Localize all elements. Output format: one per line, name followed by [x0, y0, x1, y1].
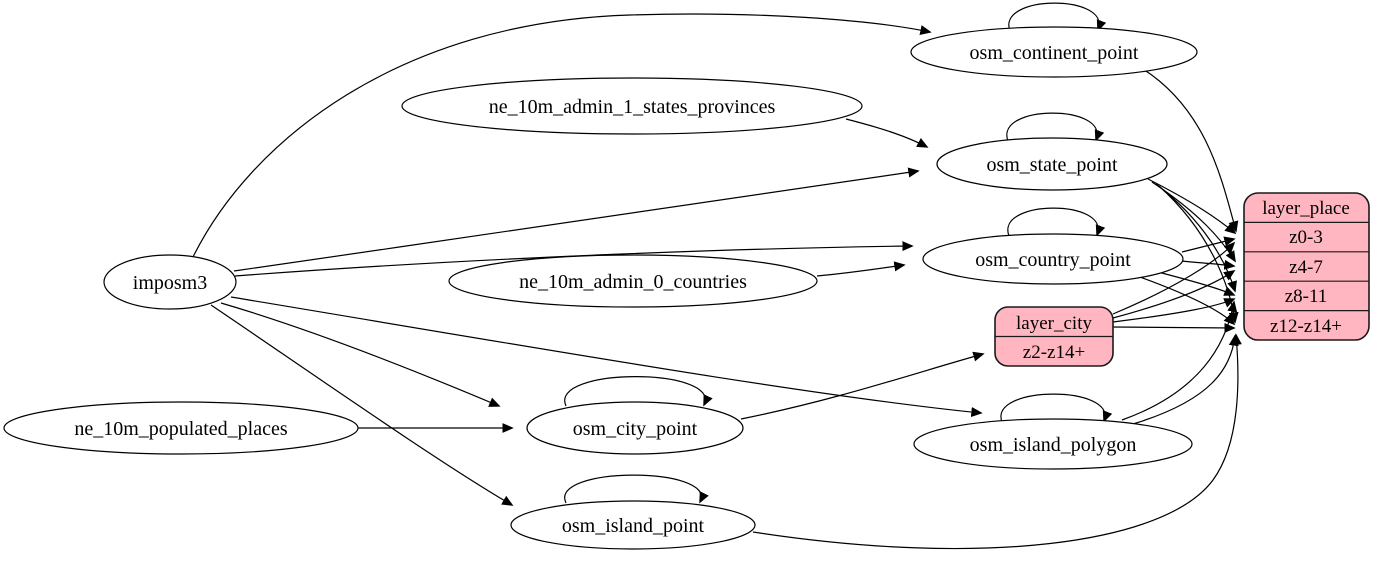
node-osm-island-point: osm_island_point	[510, 500, 756, 550]
edge-layer-city-z0-3	[1112, 241, 1236, 315]
record-layer-place-box	[1243, 192, 1370, 341]
edge-layer-city-z12-z14	[1112, 322, 1236, 333]
self-loop-osm-island-polygon	[1000, 393, 1113, 423]
edge-osm-island-polygon-z8-11	[1121, 300, 1238, 421]
record-layer-place-title: layer_place	[1262, 198, 1350, 219]
node-osm-island-polygon-shape	[913, 418, 1193, 470]
node-imposm3-label: imposm3	[133, 272, 207, 294]
node-osm-island-point-shape	[510, 500, 756, 550]
record-layer-city: layer_city z2-z14+	[994, 306, 1114, 367]
node-ne-10m-admin-0-label: ne_10m_admin_0_countries	[519, 271, 747, 293]
node-osm-continent-point-label: osm_continent_point	[970, 42, 1139, 64]
self-loop-osm-continent-point	[1008, 2, 1107, 32]
node-imposm3: imposm3	[103, 254, 237, 310]
node-osm-city-point-shape	[526, 401, 744, 455]
node-ne-10m-admin-1-shape	[401, 77, 863, 135]
record-layer-place-row-z0-3: z0-3	[1289, 227, 1323, 248]
record-layer-city-row-z2-z14: z2-z14+	[1023, 342, 1085, 363]
node-osm-continent-point: osm_continent_point	[910, 26, 1198, 78]
node-ne-10m-populated-places-label: ne_10m_populated_places	[74, 418, 287, 440]
self-loop-osm-city-point	[564, 376, 713, 407]
node-osm-state-point-shape	[936, 137, 1168, 191]
self-loop-osm-island-point	[564, 474, 709, 504]
edge-osm-island-polygon-z12-z14	[1132, 334, 1239, 425]
edges	[191, 2, 1242, 550]
record-layer-city-title: layer_city	[1016, 313, 1092, 334]
node-osm-island-point-label: osm_island_point	[562, 515, 705, 537]
record-layer-place-row-z8-11: z8-11	[1285, 286, 1328, 307]
edge-osm-country-point-z0-3	[1181, 236, 1236, 253]
record-layer-place-row-z12-z14: z12-z14+	[1270, 316, 1342, 337]
edge-imposm3-osm-country-point	[234, 241, 914, 277]
edge-imposm3-osm-city-point	[220, 302, 501, 407]
record-layer-place: layer_place z0-3 z4-7 z8-11 z12-z14+	[1243, 192, 1370, 341]
node-ne-10m-populated-places-shape	[3, 401, 359, 455]
edge-imposm3-osm-state-point	[233, 167, 920, 272]
node-osm-state-point: osm_state_point	[936, 137, 1168, 191]
node-ne-10m-admin-0-countries: ne_10m_admin_0_countries	[448, 254, 818, 308]
edge-imposm3-osm-island-polygon	[230, 296, 983, 418]
node-ne-10m-admin-0-shape	[448, 254, 818, 308]
self-loop-osm-state-point	[1006, 112, 1105, 142]
node-osm-city-point-label: osm_city_point	[573, 418, 698, 440]
edge-ne-admin0-osm-country-point	[816, 261, 906, 277]
node-osm-city-point: osm_city_point	[526, 401, 744, 455]
node-osm-island-polygon-label: osm_island_polygon	[970, 434, 1137, 456]
edge-osm-island-point-z12-z14	[752, 333, 1242, 550]
node-osm-country-point-shape	[922, 233, 1184, 285]
edge-osm-country-point-z8-11	[1157, 271, 1236, 296]
edge-osm-continent-point-z0-3	[1142, 68, 1239, 233]
self-loop-osm-country-point	[1007, 207, 1106, 237]
edge-ne-admin1-osm-state-point	[845, 118, 929, 148]
edge-osm-city-point-layer-city	[740, 351, 985, 420]
node-osm-country-point-label: osm_country_point	[975, 249, 1131, 271]
edge-osm-state-point-z8-11	[1155, 183, 1237, 293]
node-osm-continent-point-shape	[910, 26, 1198, 78]
node-ne-10m-admin-1-states-provinces: ne_10m_admin_1_states_provinces	[401, 77, 863, 135]
node-ne-10m-admin-1-label: ne_10m_admin_1_states_provinces	[489, 96, 776, 118]
node-osm-state-point-label: osm_state_point	[986, 154, 1118, 176]
edge-osm-state-point-z0-3	[1147, 178, 1237, 235]
node-osm-island-polygon: osm_island_polygon	[913, 418, 1193, 470]
edge-layer-city-z4-7	[1112, 270, 1236, 319]
record-layer-place-row-z4-7: z4-7	[1289, 257, 1323, 278]
node-imposm3-shape	[103, 254, 237, 310]
edge-imposm3-osm-island-point	[210, 304, 514, 506]
node-osm-country-point: osm_country_point	[922, 233, 1184, 285]
node-ne-10m-populated-places: ne_10m_populated_places	[3, 401, 359, 455]
edge-imposm3-osm-continent-point	[191, 13, 932, 260]
